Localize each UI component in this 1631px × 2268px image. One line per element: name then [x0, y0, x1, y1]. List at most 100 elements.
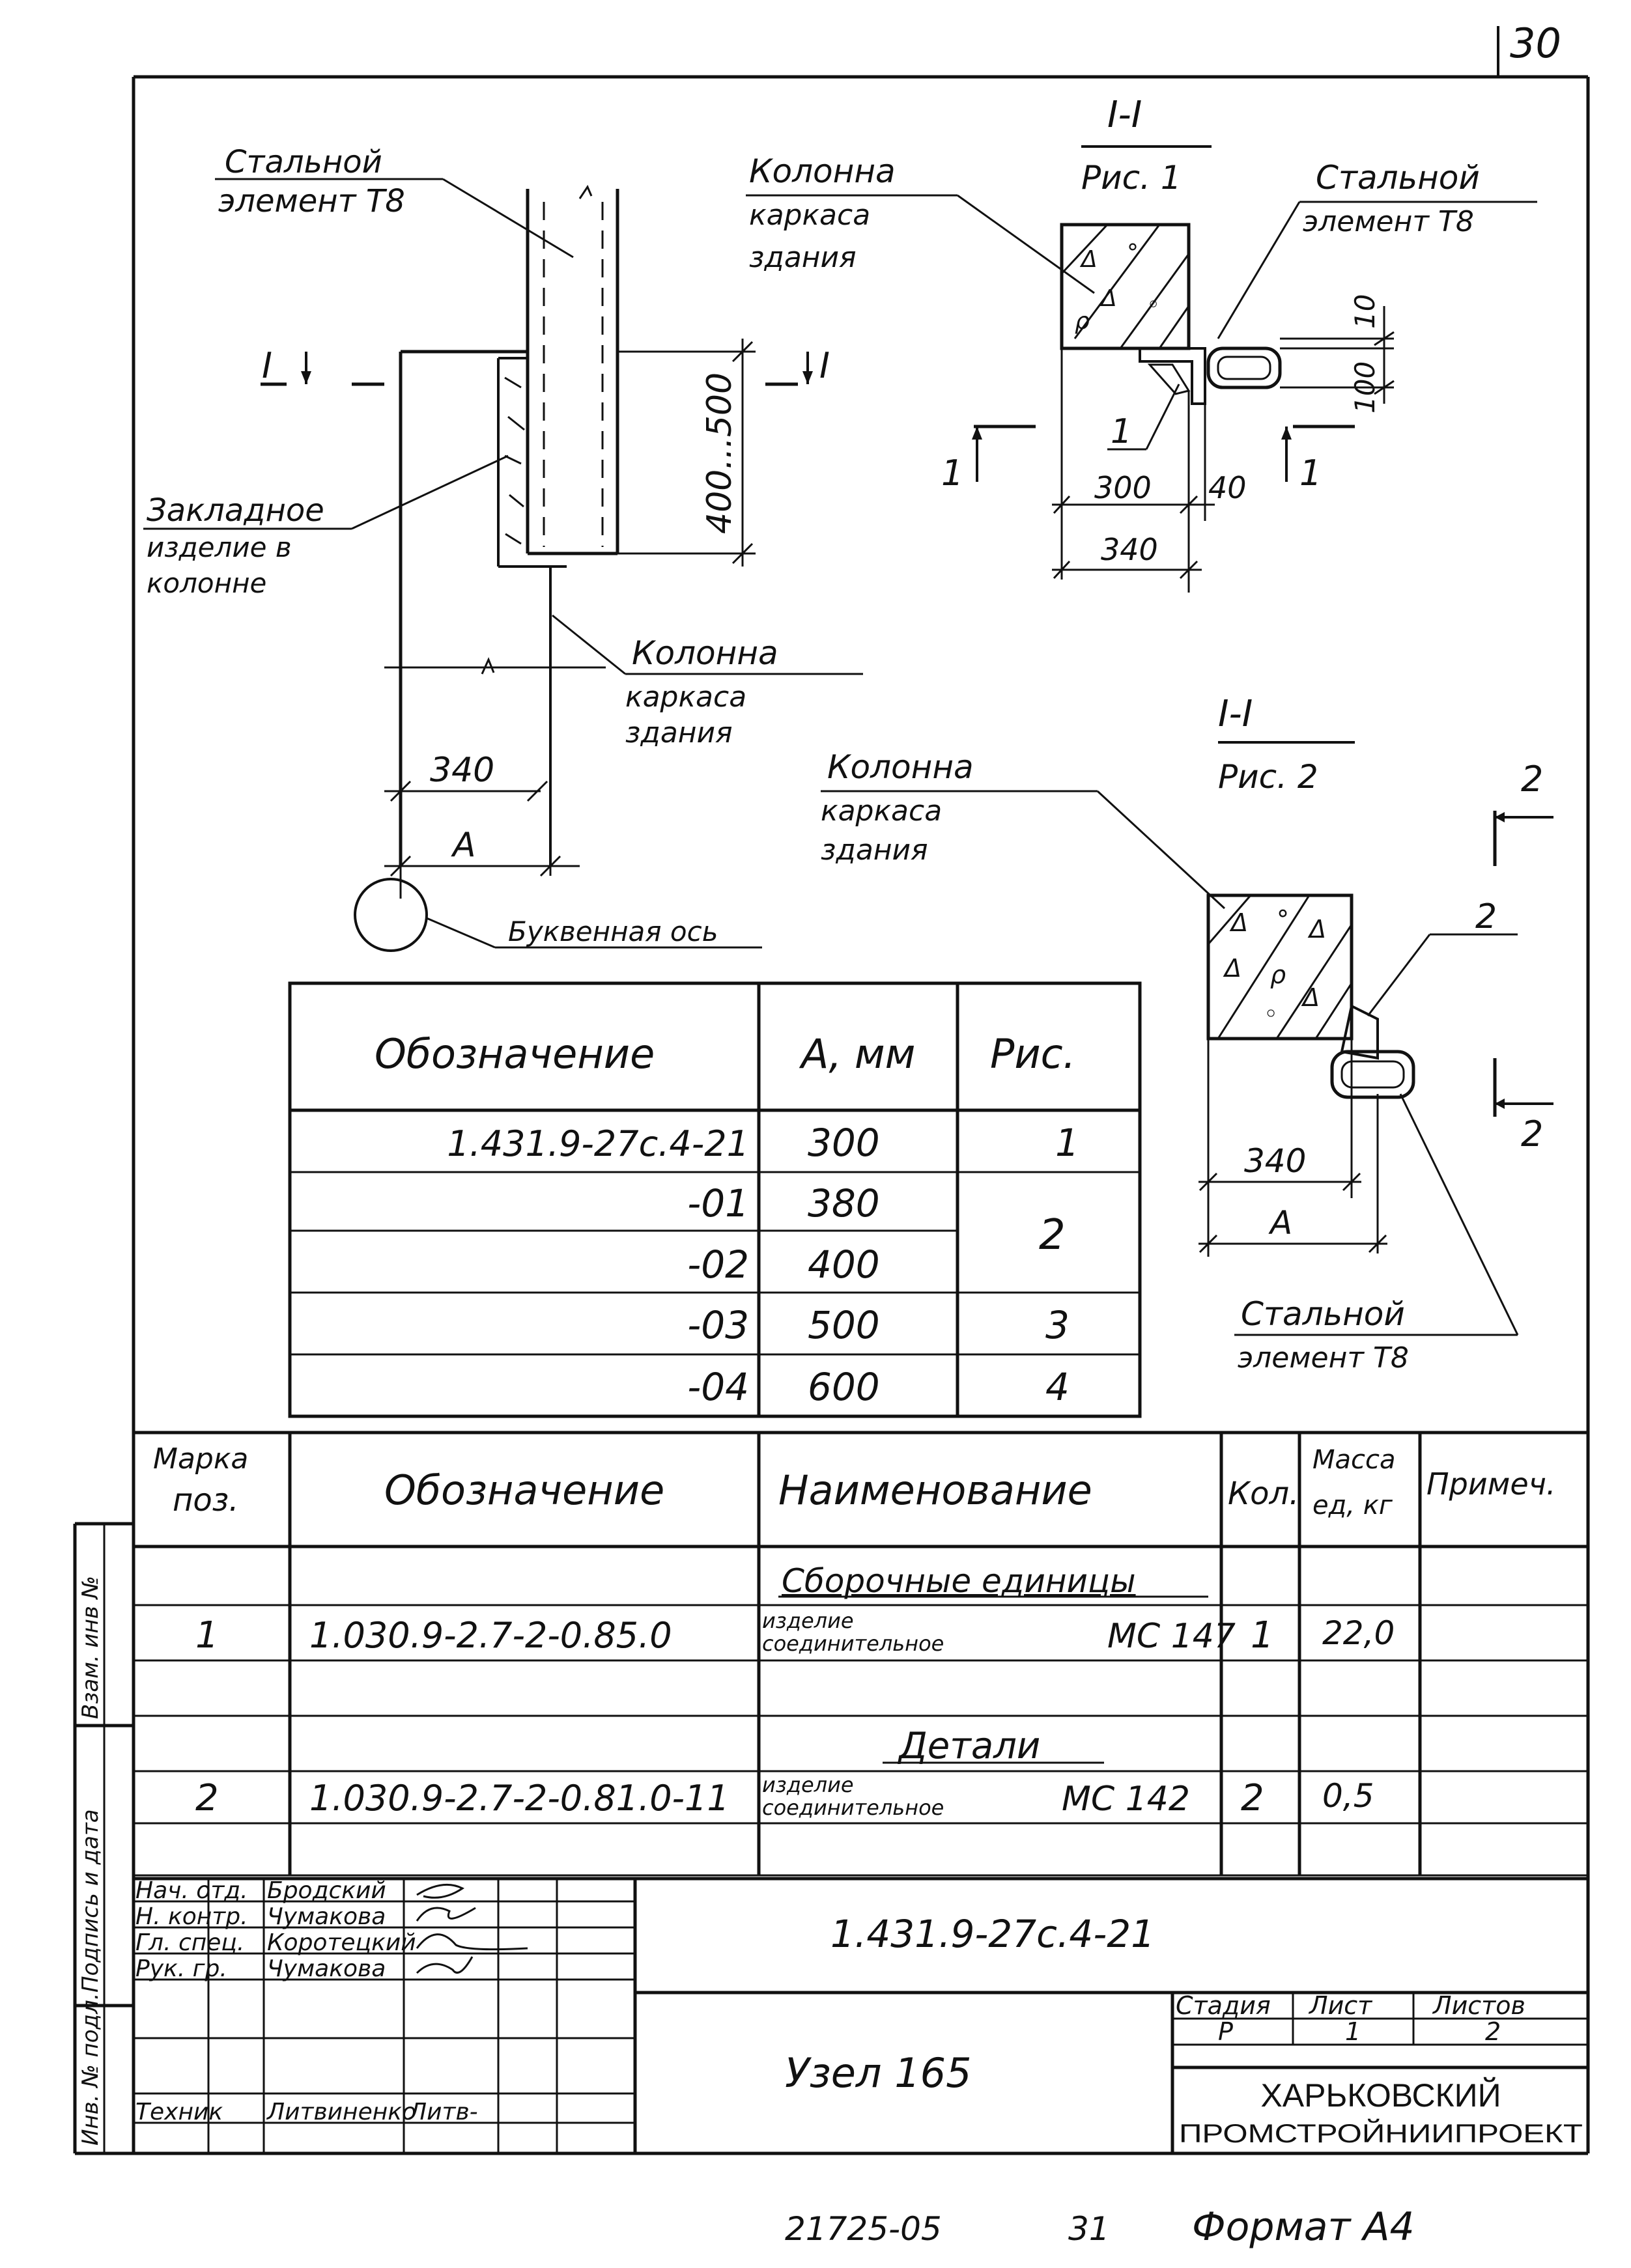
spec-header-pos: поз. [173, 1482, 239, 1519]
variant-a: 300 [808, 1121, 880, 1165]
section-1-title: I-I [1107, 94, 1142, 136]
tb-role: Рук. гр. [135, 1955, 227, 1982]
bottom-page: 31 [1068, 2210, 1110, 2248]
section-1-column-label: каркаса [749, 199, 870, 232]
section-1-subtitle: Рис. 1 [1081, 159, 1182, 197]
axis-label: Буквенная ось [508, 916, 718, 947]
cut-mark-2-top: 2 [1521, 759, 1543, 800]
svg-text:Δ: Δ [1229, 908, 1248, 937]
spec-mass: 0,5 [1322, 1777, 1374, 1815]
dim-100: 100 [1349, 361, 1381, 413]
tb-sheet-label: Лист [1308, 1991, 1373, 2020]
section-2-steel-label: элемент Т8 [1238, 1341, 1409, 1375]
section-1: I-I Рис. 1 Колонна каркаса здания Стальн… [746, 94, 1537, 593]
signatures [416, 1883, 528, 1974]
dim-height: 400...500 [700, 372, 739, 534]
variants-table: Обозначение А, мм Рис. 1.431.9-27с.4-21 … [288, 981, 1142, 1418]
pos-mark-1: 1 [1111, 412, 1132, 451]
spec-mass: 22,0 [1322, 1614, 1395, 1652]
spec-header-pos: Марка [153, 1442, 248, 1476]
section-1-column-label: Колонна [749, 152, 896, 190]
tb-role: Н. контр. [135, 1903, 248, 1930]
tb-org: ПРОМСТРОЙНИИПРОЕКТ [1179, 2118, 1583, 2148]
variant-fig: 4 [1045, 1365, 1070, 1409]
spec-name: соединительное [762, 1631, 944, 1656]
svg-text:Δ: Δ [1301, 983, 1320, 1012]
tb-sheet: 1 [1345, 2017, 1361, 2046]
tb-stage: Р [1218, 2017, 1233, 2046]
dim-a: А [451, 826, 476, 865]
variant-designation: -02 [687, 1242, 749, 1287]
variant-a: 400 [808, 1242, 880, 1287]
spec-code: МС 147 [1107, 1617, 1236, 1656]
section-1-column-label: здания [749, 241, 857, 274]
spec-header-qty: Кол. [1228, 1476, 1299, 1512]
svg-text:ρ: ρ [1075, 308, 1090, 335]
variant-fig: 1 [1055, 1121, 1079, 1165]
variant-fig-merged: 2 [1039, 1211, 1066, 1259]
spec-section-parts: Детали [897, 1725, 1040, 1767]
tb-role: Нач. отд. [135, 1877, 248, 1904]
variant-a: 500 [808, 1303, 880, 1347]
svg-text:◦: ◦ [1146, 292, 1160, 318]
variants-header-a: А, мм [799, 1030, 915, 1078]
svg-text:Δ: Δ [1223, 954, 1241, 983]
variant-designation: -01 [687, 1181, 749, 1225]
tb-name: Литвиненко [266, 2099, 416, 2125]
spec-pos: 1 [195, 1614, 219, 1657]
tb-org: ХАРЬКОВСКИЙ [1260, 2077, 1501, 2114]
embedded-label: изделие в [147, 531, 292, 563]
tb-name: Чумакова [267, 1955, 386, 1982]
variant-designation: -03 [687, 1303, 749, 1347]
section-2-column-label: здания [821, 833, 928, 867]
embedded-label: Закладное [147, 492, 324, 529]
variants-header-fig: Рис. [990, 1030, 1075, 1078]
svg-text:Δ: Δ [1099, 285, 1117, 312]
spec-header-name: Наименование [778, 1466, 1092, 1514]
svg-text:◦: ◦ [1264, 1000, 1278, 1028]
side-stamp: Инв. № подл. Подпись и дата Взам. инв № [73, 1522, 134, 2153]
dim-40: 40 [1208, 470, 1247, 505]
tb-sheets-label: Листов [1432, 1991, 1525, 2020]
svg-text:°: ° [1127, 240, 1139, 266]
column-label: здания [625, 716, 733, 749]
tb-role: Техник [135, 2099, 223, 2125]
variants-header-designation: Обозначение [375, 1030, 655, 1078]
section-2-dim-a: А [1268, 1204, 1292, 1242]
section-1-steel-label: Стальной [1316, 159, 1480, 197]
section-2-column-label: каркаса [821, 794, 942, 828]
cut-mark-2-bottom: 2 [1521, 1113, 1543, 1155]
svg-text:Δ: Δ [1307, 915, 1326, 944]
tb-sheets: 2 [1485, 2017, 1501, 2046]
tb-item-title: Узел 165 [785, 2049, 972, 2097]
spec-qty: 2 [1241, 1777, 1264, 1819]
svg-text:Δ: Δ [1079, 246, 1098, 273]
tb-stage-label: Стадия [1176, 1991, 1271, 2020]
section-mark-left: I [262, 345, 272, 386]
cut-mark-1-right: 1 [1299, 453, 1322, 494]
bottom-doc-code: 21725-05 [785, 2210, 942, 2248]
sheet-frame [75, 26, 1590, 2155]
dim-340: 340 [430, 751, 494, 790]
svg-text:°: ° [1277, 905, 1289, 934]
dim-300: 300 [1094, 470, 1152, 505]
spec-header-mass: Масса [1312, 1445, 1396, 1475]
spec-name: изделие [762, 1608, 854, 1633]
dim-10: 10 [1349, 294, 1381, 329]
sheet-number: 30 [1510, 20, 1561, 67]
spec-header-note: Примеч. [1426, 1466, 1556, 1502]
title-block: Нач. отд. Бродский Н. контр. Чумакова Гл… [134, 1877, 1588, 2153]
tb-name: Чумакова [267, 1903, 386, 1930]
tb-role: Гл. спец. [135, 1929, 244, 1956]
spec-name: изделие [762, 1772, 854, 1797]
variant-fig: 3 [1045, 1303, 1070, 1347]
spec-table: Марка поз. Обозначение Наименование Кол.… [134, 1431, 1588, 1877]
axis-bubble [354, 878, 428, 952]
format-label: Формат А4 [1192, 2204, 1415, 2250]
spec-name: соединительное [762, 1795, 944, 1820]
steel-element-label: Стальной [225, 144, 382, 180]
spec-designation: 1.030.9-2.7-2-0.81.0-11 [309, 1778, 730, 1819]
spec-pos: 2 [195, 1777, 219, 1819]
